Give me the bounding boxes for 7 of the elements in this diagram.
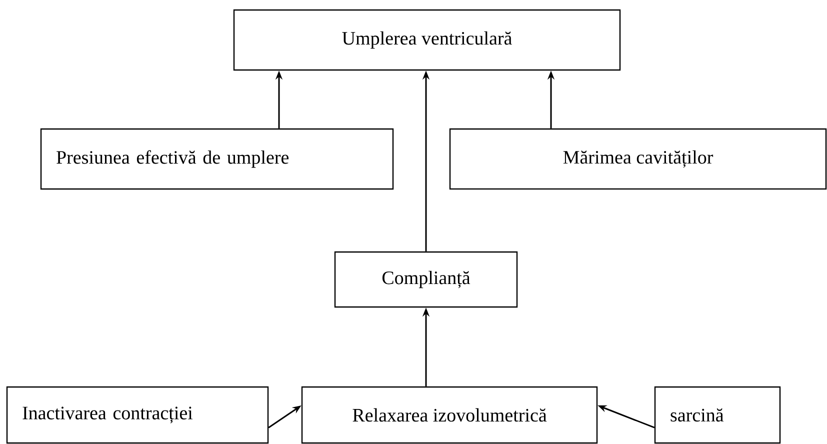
process-box: Relaxarea izovolumetrică [301,386,598,444]
process-box: sarcină [654,386,781,444]
process-box: Presiunea efectivă de umplere [40,128,394,190]
process-box: Inactivarea contracției [6,386,269,444]
process-box: Umplerea ventriculară [233,9,621,71]
process-box: Mărimea cavităților [449,128,827,190]
process-box: Complianță [334,251,518,308]
